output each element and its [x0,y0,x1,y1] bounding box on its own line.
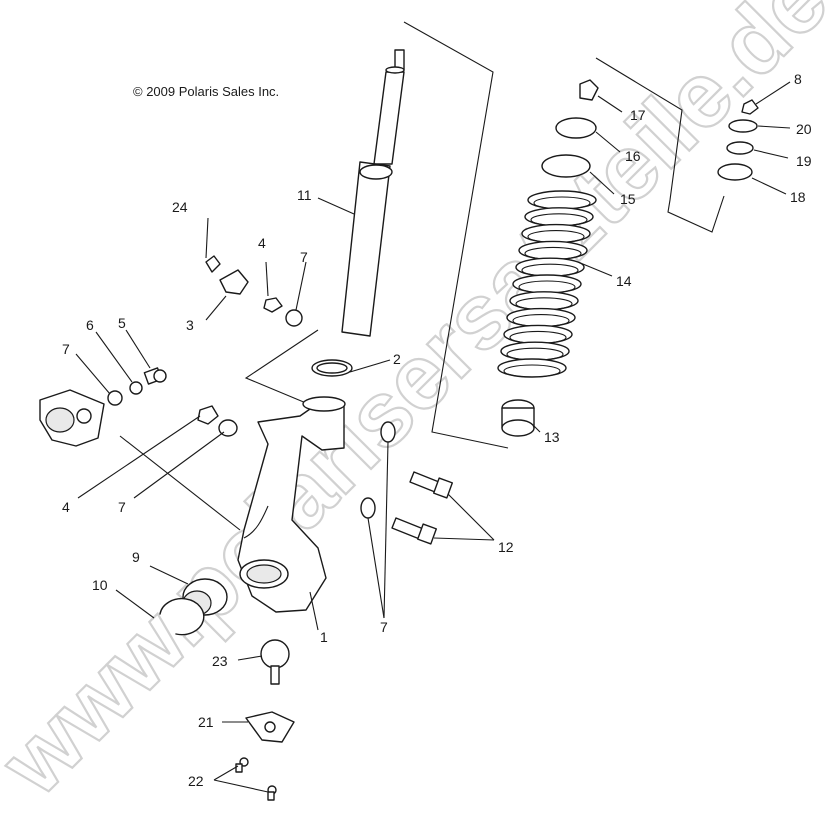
copyright-text: © 2009 Polaris Sales Inc. [133,84,279,99]
nut-24 [205,255,221,273]
nut-4-upper [263,297,283,313]
washer-7-upper [285,309,303,327]
shock-to-knuckle-guide [244,329,319,409]
screw-lower [267,785,277,801]
callout-labels: 11 2 3 4 7 24 7 6 5 4 7 7 12 13 14 15 16… [62,71,812,789]
callout-16: 16 [625,148,641,164]
spring-seat-15 [541,154,591,178]
bushing-18 [717,163,753,181]
hub-to-knuckle-guide [119,435,241,531]
callout-7-left: 7 [62,341,70,357]
nut-4-lower [197,405,219,425]
screw-upper [235,757,249,773]
bolt-12-lower [391,517,438,545]
callout-9: 9 [132,549,140,565]
callout-7-bolts: 7 [380,619,388,635]
leader-lines [75,81,791,793]
callout-6: 6 [86,317,94,333]
callout-20: 20 [796,121,812,137]
callout-23: 23 [212,653,228,669]
hub-caliper-assembly [39,389,105,447]
callout-19: 19 [796,153,812,169]
bump-stop [501,399,535,437]
callout-5: 5 [118,315,126,331]
callout-21: 21 [198,714,214,730]
callout-7-upper: 7 [300,249,308,265]
callout-4-upper: 4 [258,235,266,251]
callout-14: 14 [616,273,632,289]
washer-6 [129,381,143,395]
callout-8: 8 [794,71,802,87]
callout-2: 2 [393,351,401,367]
callout-7-lower: 7 [118,499,126,515]
snap-ring [159,597,205,636]
washer-7-left [107,390,123,406]
washer-20 [728,119,758,133]
nut-8 [741,99,759,115]
callout-1: 1 [320,629,328,645]
shock-absorber [341,49,405,337]
callout-11: 11 [297,187,312,203]
clip-bracket [219,269,249,295]
spring-retainer-16 [555,117,597,139]
washer-7-bolt-upper [380,421,396,443]
callout-10: 10 [92,577,108,593]
callout-12: 12 [498,539,514,555]
spring-group-bracket [595,57,725,233]
washer-7-bolt-lower [360,497,376,519]
shock-group-bracket [403,21,509,449]
callout-4-lower: 4 [62,499,70,515]
callout-24: 24 [172,199,188,215]
callout-22: 22 [188,773,204,789]
callout-18: 18 [790,189,806,205]
bolt-12-upper [409,471,454,499]
spring-coil-inner [503,364,561,378]
callout-15: 15 [620,191,636,207]
bolt-5 [143,367,167,385]
coil-spring [497,190,597,378]
seal-ring-inner [316,362,348,374]
callout-3: 3 [186,317,194,333]
steering-knuckle [237,396,346,613]
callout-17: 17 [630,107,646,123]
nut-17 [579,79,599,101]
washer-19 [726,141,754,155]
callout-13: 13 [544,429,560,445]
ball-joint [260,639,290,685]
retainer-plate-hole [264,721,276,733]
